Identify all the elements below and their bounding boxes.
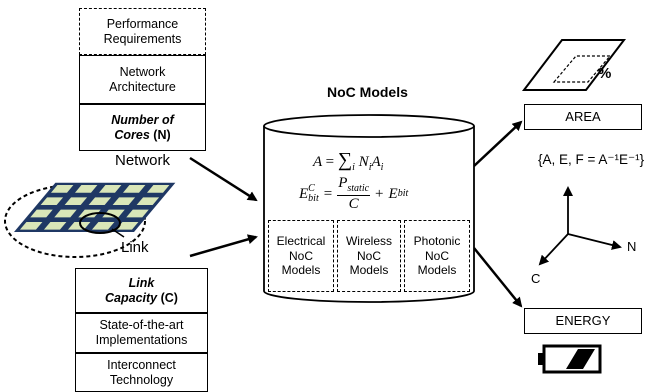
core-tile <box>30 209 53 218</box>
link-capacity-box: Link Capacity (C) <box>75 268 208 313</box>
core-tile <box>54 209 77 218</box>
core-tile <box>88 197 112 206</box>
energy-eq-E2-sub: bit <box>397 188 409 199</box>
energy-eq-numerator: Pstatic <box>337 175 371 196</box>
energy-eq-lhs: E C bit <box>299 182 319 205</box>
core-tile <box>112 197 136 206</box>
link-capacity-symbol: (C) <box>160 290 178 305</box>
chip-icon <box>14 182 176 232</box>
state-of-the-art-box: State-of-the-art Implementations <box>75 313 208 353</box>
core-tile <box>122 185 146 193</box>
network-architecture-text: Network Architecture <box>109 64 176 94</box>
core-tile <box>115 221 139 230</box>
axis-n-label: N <box>627 239 637 254</box>
number-of-cores-label: Number of Cores <box>111 112 174 142</box>
core-tile <box>91 221 115 230</box>
core-tile <box>50 185 74 193</box>
performance-requirements-box: Performance Requirements <box>79 8 206 55</box>
energy-eq-equals: = <box>323 185 333 202</box>
energy-eq-plus: + <box>375 185 384 202</box>
link-highlight <box>79 212 121 234</box>
area-eq-lhs: A <box>313 154 322 170</box>
link-pointer <box>111 228 125 238</box>
core-tile <box>43 221 67 230</box>
energy-box: ENERGY <box>524 308 642 334</box>
percent-symbol: % <box>598 65 612 82</box>
number-of-cores-text: Number of Cores (N) <box>111 113 174 143</box>
energy-arrow <box>473 247 523 308</box>
link-capacity-text: Link Capacity (C) <box>105 276 178 306</box>
network-architecture-box: Network Architecture <box>79 55 206 104</box>
interconnect-technology-box: Interconnect Technology <box>75 353 208 392</box>
core-tile <box>74 185 98 193</box>
energy-eq-sup: C <box>308 182 315 194</box>
area-eq-sum: ∑ <box>337 149 353 171</box>
link-capacity-label: Link Capacity <box>105 275 158 305</box>
network-arrow <box>189 156 258 202</box>
electrical-noc-models-text: Electrical NoC Models <box>276 234 326 278</box>
photonic-noc-models-text: Photonic NoC Models <box>413 234 461 278</box>
metrics-formula: {A, E, F = A⁻¹E⁻¹} <box>538 152 645 167</box>
area-eq-A: A <box>371 154 381 170</box>
area-eq-equals: = <box>325 154 335 170</box>
photonic-noc-models-box: Photonic NoC Models <box>404 220 470 292</box>
core-tile <box>40 197 64 206</box>
energy-text: ENERGY <box>555 313 611 329</box>
performance-requirements-text: Performance Requirements <box>103 16 182 46</box>
area-inner-parallelogram <box>552 55 612 83</box>
area-eq-A-index: i <box>380 162 384 173</box>
area-eq-N-index: i <box>368 162 372 173</box>
area-box: AREA <box>524 104 642 130</box>
energy-eq-sub: bit <box>308 193 319 204</box>
core-tile <box>64 197 88 206</box>
state-of-the-art-text: State-of-the-art Implementations <box>95 318 188 347</box>
core-tile <box>136 197 160 206</box>
area-eq-sum-index: i <box>352 162 355 173</box>
energy-eq-denominator: C <box>348 196 359 212</box>
wireless-noc-models-box: Wireless NoC Models <box>337 220 401 292</box>
energy-eq-E2: E <box>388 185 398 202</box>
battery-icon <box>538 344 602 374</box>
number-of-cores-symbol: (N) <box>153 127 171 142</box>
core-tile <box>98 185 122 193</box>
number-of-cores-box: Number of Cores (N) <box>79 104 206 151</box>
network-label: Network <box>115 152 171 169</box>
core-tile <box>67 221 91 230</box>
area-eq-N: N <box>358 154 369 170</box>
design-space-axes <box>538 186 622 266</box>
noc-models-title: NoC Models <box>327 84 408 100</box>
electrical-noc-models-box: Electrical NoC Models <box>268 220 334 292</box>
area-arrow <box>473 120 523 167</box>
link-label: Link <box>121 239 149 256</box>
link-arrow <box>189 234 258 258</box>
core-tile <box>102 209 125 218</box>
core-tile <box>126 209 149 218</box>
energy-eq-E: E <box>299 185 309 202</box>
core-tile <box>146 185 170 193</box>
axis-c-label: C <box>531 271 541 286</box>
wireless-noc-models-text: Wireless NoC Models <box>345 234 392 278</box>
energy-eq-P: P <box>338 175 348 191</box>
energy-eq-fraction: Pstatic C <box>337 175 371 212</box>
interconnect-technology-text: Interconnect Technology <box>107 357 176 387</box>
core-tile <box>19 221 43 230</box>
area-equation: A = ∑i NiAi <box>313 150 383 173</box>
energy-eq-P-sub: static <box>347 183 370 194</box>
area-text: AREA <box>565 109 601 125</box>
